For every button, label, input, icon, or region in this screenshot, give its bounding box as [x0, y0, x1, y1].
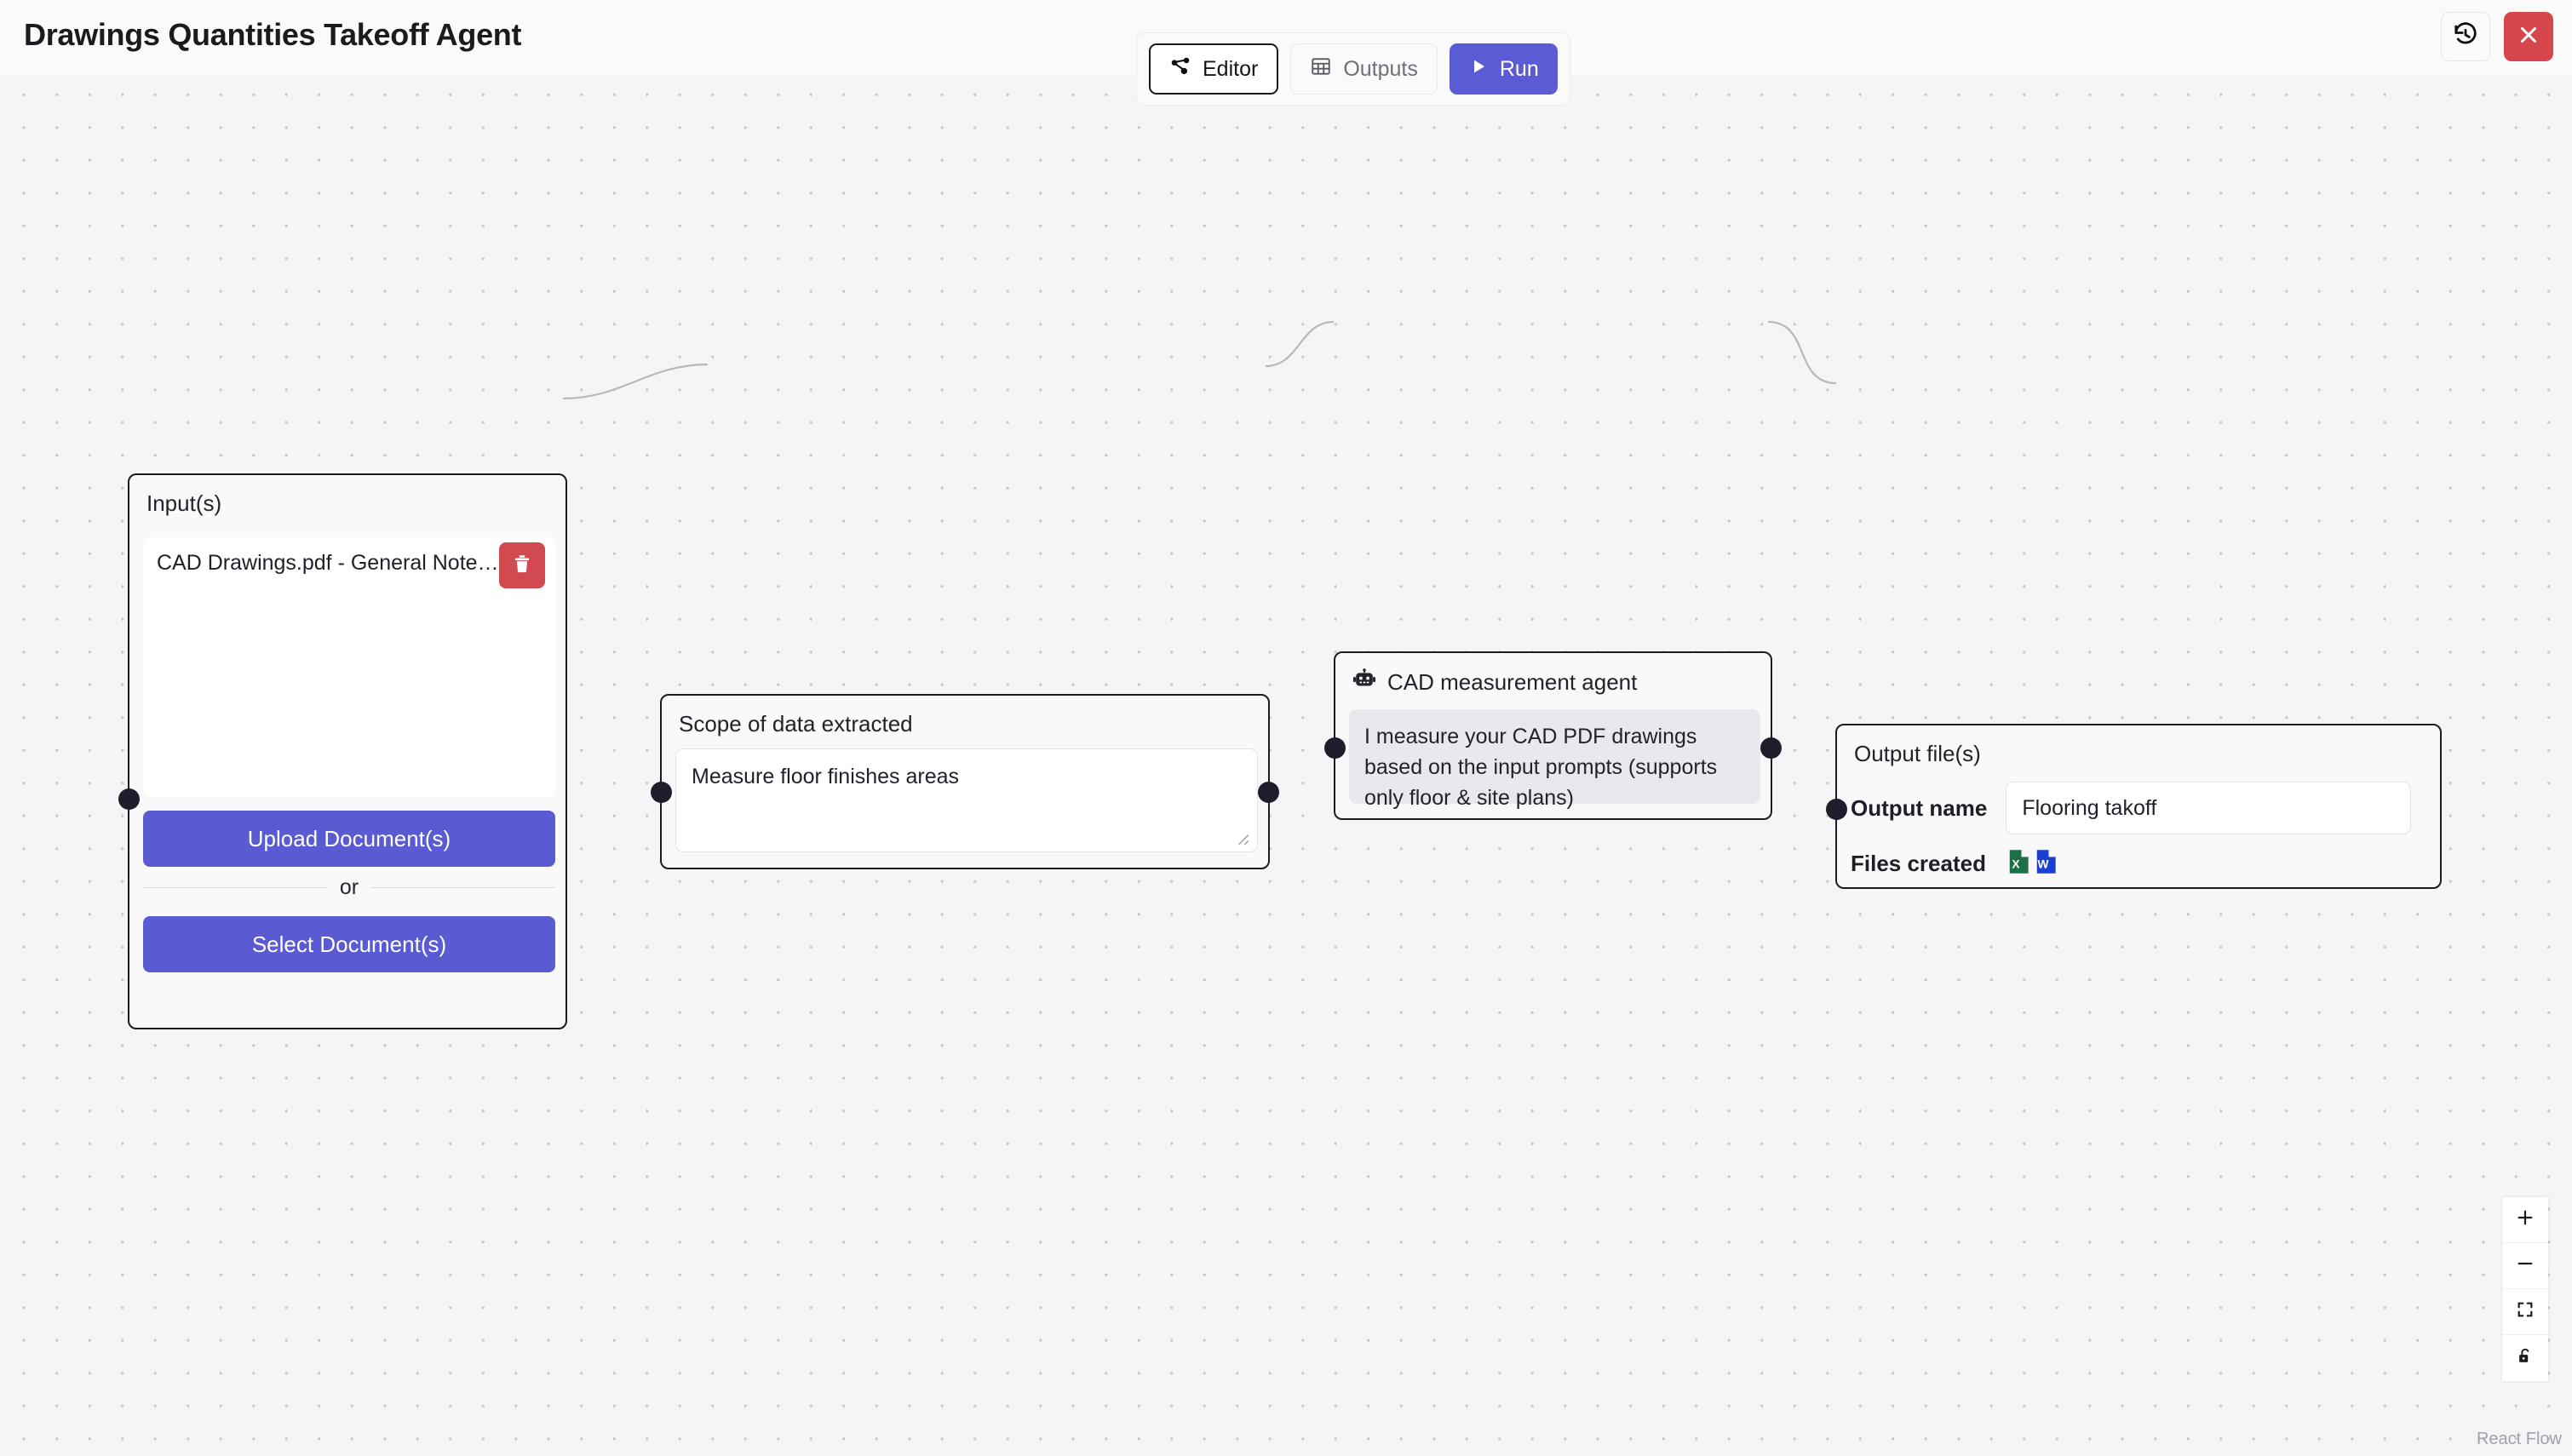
scope-textarea[interactable]: [675, 748, 1258, 852]
input-file-list: CAD Drawings.pdf - General Note…: [143, 537, 555, 797]
handle-scope-output[interactable]: [1258, 782, 1279, 803]
edge-layer: [562, 320, 1837, 400]
handle-agent-input[interactable]: [1324, 737, 1346, 759]
files-created-label: Files created: [1851, 851, 1986, 876]
zoom-out-button[interactable]: [2502, 1243, 2548, 1289]
handle-scope-input[interactable]: [651, 782, 672, 803]
upload-documents-button[interactable]: Upload Document(s): [143, 811, 555, 867]
tab-editor[interactable]: Editor: [1149, 43, 1279, 95]
divider-label: or: [339, 875, 359, 899]
node-scope-of-data[interactable]: Scope of data extracted: [651, 694, 1279, 869]
lock-button[interactable]: [2502, 1335, 2548, 1381]
divider-line-right: [370, 886, 556, 889]
handle-output-input[interactable]: [1826, 799, 1847, 820]
header-actions: [2441, 12, 2553, 61]
word-file-icon: W: [2035, 849, 2058, 879]
svg-text:X: X: [2012, 858, 2020, 871]
tab-outputs[interactable]: Outputs: [1290, 43, 1438, 95]
select-documents-button[interactable]: Select Document(s): [143, 916, 555, 972]
workflow-icon: [1169, 55, 1191, 83]
node-agent-header: CAD measurement agent: [1335, 653, 1771, 696]
output-name-label: Output name: [1851, 794, 1988, 821]
view-toolbar: Editor Outputs Run: [1136, 32, 1570, 106]
tab-editor-label: Editor: [1203, 56, 1259, 81]
divider-line-left: [143, 886, 328, 889]
input-file-name: CAD Drawings.pdf - General Note…: [157, 551, 499, 575]
flow-controls: [2502, 1197, 2548, 1381]
zoom-in-button[interactable]: [2502, 1197, 2548, 1243]
input-file-item[interactable]: CAD Drawings.pdf - General Note…: [143, 537, 555, 588]
fit-view-button[interactable]: [2502, 1289, 2548, 1335]
history-button[interactable]: [2441, 12, 2490, 61]
unlock-icon: [2516, 1347, 2535, 1370]
delete-file-button[interactable]: [499, 542, 545, 588]
plus-icon: [2516, 1208, 2535, 1231]
files-created-row: Files created X W: [1851, 849, 2058, 879]
edge-inputs-to-scope: [562, 363, 709, 400]
run-button-label: Run: [1499, 56, 1539, 81]
tab-outputs-label: Outputs: [1343, 56, 1418, 81]
run-button[interactable]: Run: [1449, 43, 1558, 95]
node-output-title: Output file(s): [1854, 741, 1981, 766]
output-name-row: Output name: [1851, 782, 2430, 834]
handle-inputs-output[interactable]: [118, 788, 140, 810]
svg-text:W: W: [2037, 858, 2048, 871]
excel-file-icon: X: [2008, 849, 2030, 879]
fit-view-icon: [2516, 1300, 2535, 1323]
robot-icon: [1352, 668, 1376, 696]
node-agent-title: CAD measurement agent: [1387, 669, 1638, 695]
or-divider: or: [143, 875, 556, 900]
node-output-files[interactable]: Output file(s) Output name Files created…: [1826, 724, 2442, 889]
react-flow-attribution[interactable]: React Flow: [2476, 1430, 2562, 1448]
page-title: Drawings Quantities Takeoff Agent: [24, 17, 522, 52]
close-button[interactable]: [2504, 12, 2553, 61]
trash-icon: [511, 553, 533, 579]
node-scope-title: Scope of data extracted: [679, 711, 913, 737]
play-icon: [1468, 56, 1489, 83]
output-name-input[interactable]: [2006, 782, 2412, 834]
output-file-type-icons: X W: [2008, 849, 2058, 879]
agent-description: I measure your CAD PDF drawings based on…: [1349, 709, 1760, 810]
edge-agent-to-output: [1767, 320, 1837, 385]
close-icon: [2516, 22, 2541, 52]
node-inputs-title: Input(s): [146, 490, 222, 516]
minus-icon: [2516, 1254, 2535, 1277]
node-inputs[interactable]: Input(s) CAD Drawings.pdf - General Note…: [118, 473, 567, 1029]
node-cad-measurement-agent[interactable]: CAD measurement agent I measure your CAD…: [1324, 651, 1782, 820]
edge-scope-to-agent: [1265, 320, 1335, 368]
grid-table-icon: [1310, 55, 1332, 83]
flow-canvas[interactable]: Input(s) CAD Drawings.pdf - General Note…: [0, 75, 2572, 1456]
handle-agent-output[interactable]: [1760, 737, 1782, 759]
history-icon: [2453, 21, 2478, 52]
